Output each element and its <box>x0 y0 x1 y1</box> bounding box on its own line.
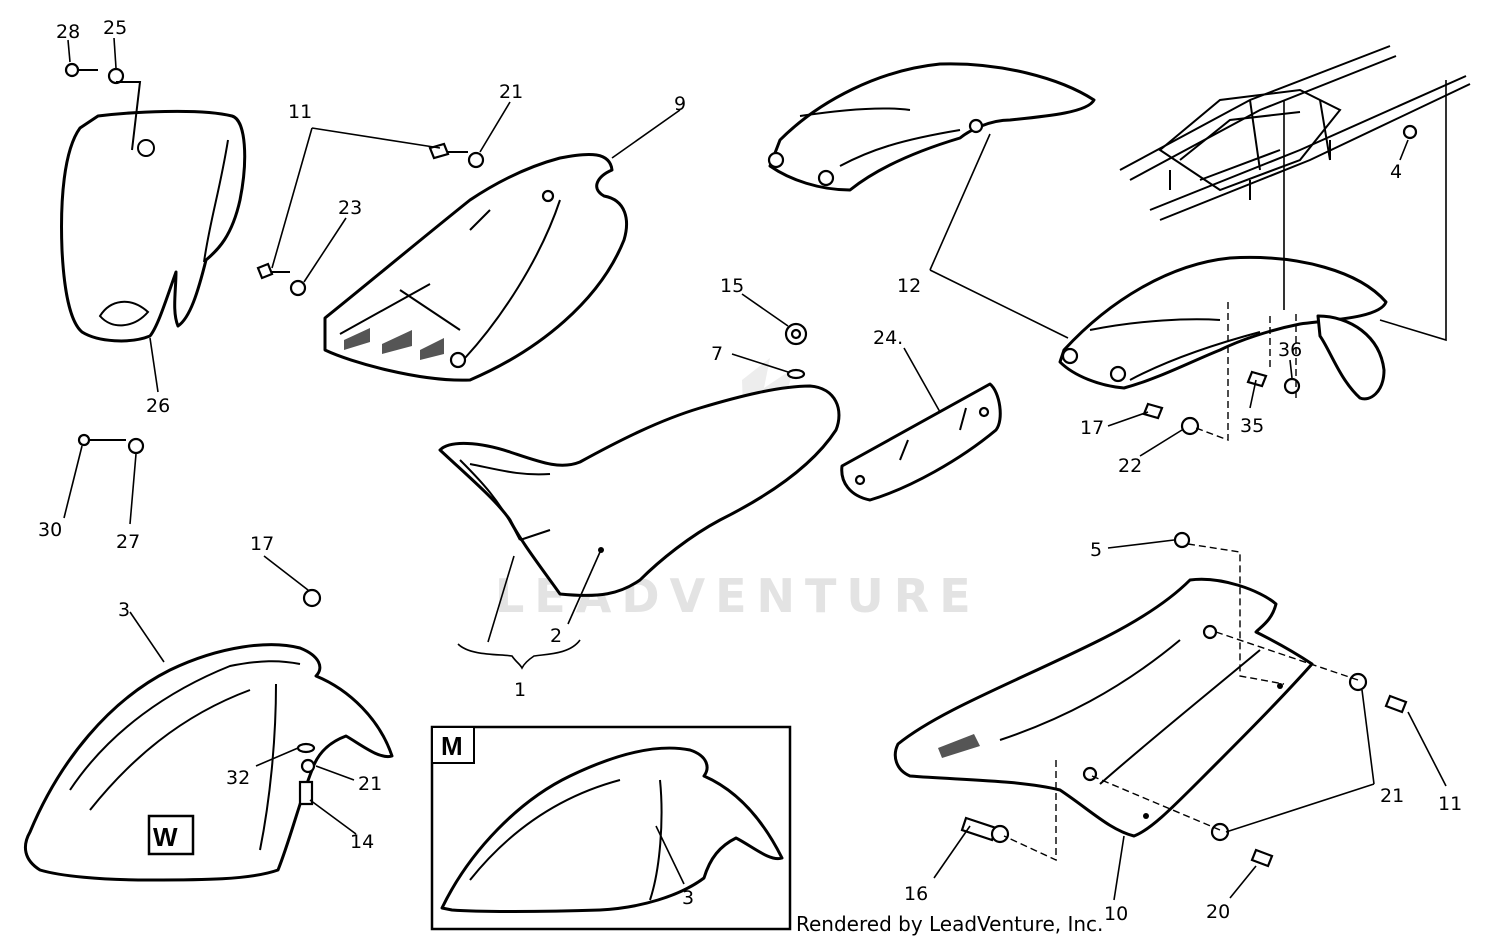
callout-32: 32 <box>226 767 250 789</box>
callout-15: 15 <box>720 275 744 297</box>
rear-fender-part <box>767 62 1096 192</box>
callout-5: 5 <box>1090 539 1102 561</box>
leader-lines <box>63 37 1447 901</box>
variant-m-label: M <box>441 731 463 761</box>
callout-10: 10 <box>1104 903 1128 925</box>
callout-12: 12 <box>897 275 921 297</box>
callout-3: 3 <box>118 599 130 621</box>
front-fender-w-part <box>23 643 394 882</box>
variant-w-box: W <box>147 814 195 856</box>
footer-credit: Rendered by LeadVenture, Inc. <box>796 912 1104 936</box>
callout-3b: 3 <box>682 887 694 909</box>
callout-labels: 28 25 11 21 9 23 26 30 27 15 7 12 24. 4 … <box>38 17 1462 925</box>
callout-36: 36 <box>1278 339 1302 361</box>
callout-27: 27 <box>116 531 140 553</box>
side-cover-part <box>323 152 628 382</box>
reflector-part <box>840 382 1002 502</box>
callout-24: 24. <box>873 327 903 349</box>
callout-17: 17 <box>1080 417 1104 439</box>
callout-11: 11 <box>288 101 312 123</box>
callout-26: 26 <box>146 395 170 417</box>
variant-w-label: W <box>153 822 178 852</box>
callout-28: 28 <box>56 21 80 43</box>
callout-35: 35 <box>1240 415 1264 437</box>
variant-m-box: M <box>430 725 792 931</box>
callout-9: 9 <box>674 93 686 115</box>
callout-4: 4 <box>1390 161 1402 183</box>
rear-fender-assembly-part <box>1058 255 1388 401</box>
callout-22: 22 <box>1118 455 1142 477</box>
callout-20: 20 <box>1206 901 1230 923</box>
callout-23: 23 <box>338 197 362 219</box>
callout-30: 30 <box>38 519 62 541</box>
callout-2: 2 <box>550 625 562 647</box>
callout-7: 7 <box>711 343 723 365</box>
callout-21: 21 <box>499 81 523 103</box>
callout-1: 1 <box>514 679 526 701</box>
callout-21c: 21 <box>1380 785 1404 807</box>
callout-25: 25 <box>103 17 127 39</box>
callout-17b: 17 <box>250 533 274 555</box>
number-plate-part <box>60 109 247 343</box>
seat-part <box>438 384 841 597</box>
callout-11b: 11 <box>1438 793 1462 815</box>
frame-part <box>1119 45 1471 221</box>
callout-14: 14 <box>350 831 374 853</box>
callout-21b: 21 <box>358 773 382 795</box>
callout-16: 16 <box>904 883 928 905</box>
hardware-parts <box>64 62 1408 868</box>
